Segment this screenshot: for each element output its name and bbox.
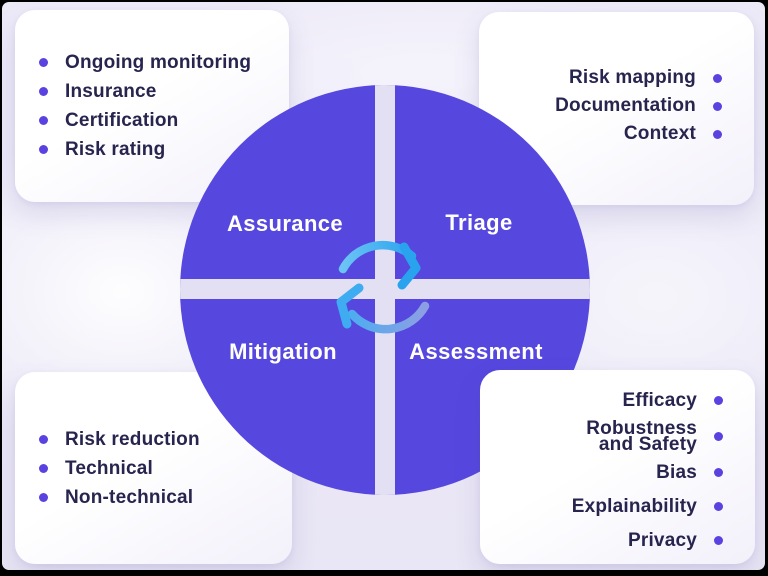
bullet-icon	[713, 73, 722, 83]
list-item: Bias	[656, 458, 723, 487]
quadrant-label-assurance: Assurance	[226, 211, 344, 236]
quadrant-divider-horizontal	[180, 279, 590, 299]
bullet-icon	[714, 502, 723, 511]
list-item: Documentation	[555, 92, 722, 120]
triage-item-list: Risk mapping Documentation Context	[479, 12, 754, 148]
bullet-icon	[39, 464, 48, 473]
bullet-icon	[714, 536, 723, 545]
list-item: Context	[624, 120, 722, 148]
assessment-item-list: Efficacy Robustness and Safety Bias Expl…	[480, 370, 755, 555]
list-item: Risk rating	[39, 135, 289, 164]
bullet-icon	[39, 435, 48, 444]
diagram-canvas: Ongoing monitoring Insurance Certificati…	[2, 2, 765, 570]
bullet-icon	[714, 432, 723, 441]
bullet-icon	[39, 493, 48, 502]
list-item: Certification	[39, 106, 289, 135]
mitigation-item-list: Risk reduction Technical Non-technical	[15, 372, 292, 512]
card-assessment-items: Efficacy Robustness and Safety Bias Expl…	[480, 370, 755, 564]
list-item-label: Efficacy	[622, 389, 697, 411]
list-item-label: Technical	[65, 457, 154, 479]
quadrant-label-assessment: Assessment	[409, 339, 543, 364]
list-item-label: Robustness and Safety	[586, 417, 697, 455]
list-item: Robustness and Safety	[586, 417, 723, 455]
bullet-icon	[714, 396, 723, 405]
bullet-icon	[713, 129, 722, 139]
card-mitigation-items: Risk reduction Technical Non-technical	[15, 372, 292, 564]
card-assurance-items: Ongoing monitoring Insurance Certificati…	[15, 10, 289, 202]
assurance-item-list: Ongoing monitoring Insurance Certificati…	[15, 10, 289, 164]
list-item: Risk reduction	[39, 425, 292, 454]
list-item: Ongoing monitoring	[39, 48, 289, 77]
bullet-icon	[39, 145, 48, 154]
bullet-icon	[39, 87, 48, 96]
list-item-label: Risk mapping	[569, 67, 696, 88]
list-item: Technical	[39, 454, 292, 483]
cycle-arrows-clockwise-icon	[336, 240, 430, 334]
list-item: Risk mapping	[569, 64, 722, 92]
list-item: Explainability	[572, 492, 723, 521]
list-item: Insurance	[39, 77, 289, 106]
bullet-icon	[39, 58, 48, 67]
list-item-label: Context	[623, 123, 696, 144]
list-item-label: Documentation	[555, 95, 696, 116]
cycle-diagram: Assurance Triage Mitigation Assessment	[180, 85, 590, 495]
list-item-label: Risk rating	[65, 138, 166, 160]
list-item: Privacy	[628, 526, 723, 555]
list-item: Efficacy	[623, 386, 723, 415]
bullet-icon	[714, 468, 723, 477]
list-item: Non-technical	[39, 483, 292, 512]
list-item-label: Bias	[656, 461, 697, 483]
bullet-icon	[39, 116, 48, 125]
list-item-label: Insurance	[65, 80, 157, 102]
quadrant-label-mitigation: Mitigation	[229, 339, 337, 364]
list-item-label: Privacy	[627, 529, 697, 551]
list-item-label: Certification	[65, 109, 179, 131]
quadrant-label-triage: Triage	[445, 210, 513, 235]
list-item-label: Explainability	[571, 495, 697, 517]
list-item-label: Risk reduction	[65, 428, 200, 450]
list-item-label: Ongoing monitoring	[65, 51, 252, 73]
list-item-label: Non-technical	[65, 486, 194, 508]
bullet-icon	[713, 101, 722, 111]
